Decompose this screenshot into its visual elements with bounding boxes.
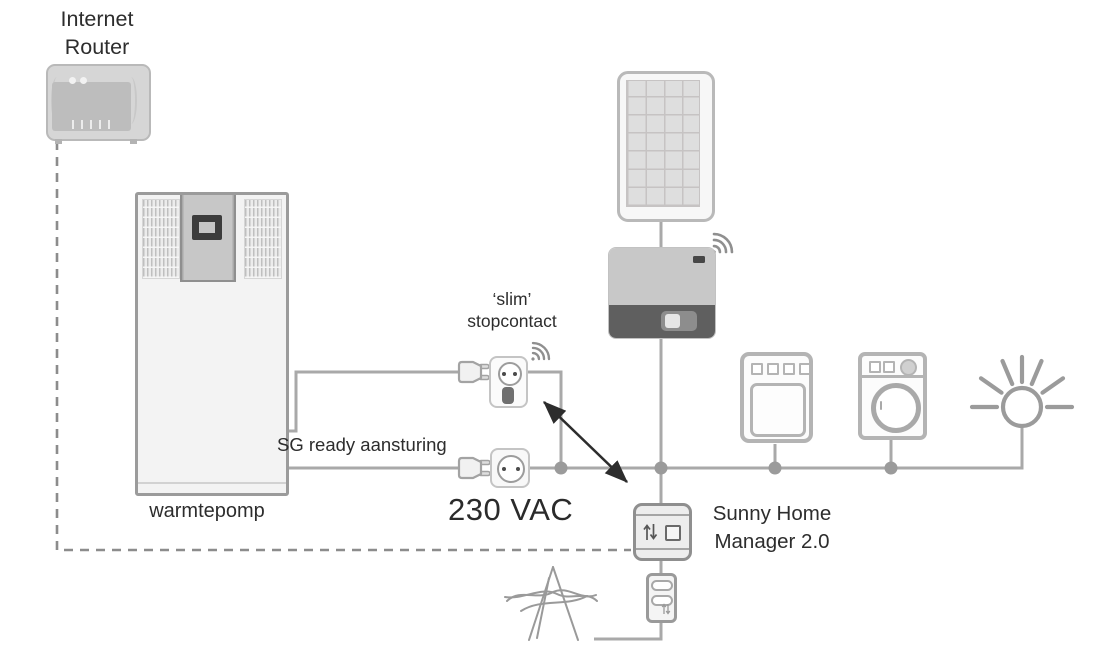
- home-manager-icon: [633, 503, 692, 561]
- router-foot: [55, 139, 62, 144]
- power-pylon-icon: [504, 566, 598, 641]
- socket-outlet: [497, 362, 522, 386]
- inverter-icon: [609, 248, 715, 338]
- meter-display-slot: [650, 580, 673, 591]
- home-manager-label-line1: Sunny Home: [712, 502, 832, 525]
- router-ports: [72, 120, 114, 129]
- inverter-body: [609, 248, 715, 305]
- socket-outlet: [496, 454, 525, 483]
- internet-router-icon: [46, 64, 151, 144]
- home-manager-display: [665, 525, 681, 541]
- wifi-icon: [531, 341, 551, 361]
- voltage-label: 230 VAC: [448, 492, 574, 527]
- oven-knob: [751, 363, 763, 375]
- oven-knob: [767, 363, 779, 375]
- meter-display-slot: [650, 595, 673, 606]
- up-down-arrows-icon: [661, 603, 671, 615]
- ethernet-dashed-line: [55, 141, 631, 552]
- solar-panel-icon: [617, 71, 715, 222]
- sg-ready-label: SG ready aansturing: [277, 434, 447, 455]
- oven-knob: [799, 363, 811, 375]
- smart-socket-label-line2: stopcontact: [467, 311, 557, 331]
- wall-socket-icon: [490, 448, 530, 488]
- heat-pump-screen: [199, 222, 215, 233]
- socket-pin-hole: [502, 372, 506, 376]
- inverter-base: [609, 305, 715, 338]
- plug-icon: [457, 456, 491, 480]
- heat-pump-vent-grille: [244, 199, 282, 279]
- solar-cells-grid: [626, 80, 700, 207]
- power-wires: [283, 216, 1024, 641]
- inverter-connector: [661, 311, 697, 331]
- home-manager-rail: [636, 548, 689, 550]
- oven-knob: [783, 363, 795, 375]
- inverter-connector-inner: [665, 314, 680, 328]
- router-label-line1: Internet: [60, 7, 134, 31]
- router-led: [80, 77, 87, 84]
- plug-icon: [457, 360, 490, 384]
- heat-pump-icon: [135, 192, 289, 496]
- router-foot: [130, 139, 137, 144]
- washer-button: [883, 361, 895, 373]
- smart-socket-icon: [489, 356, 528, 408]
- washer-control-strip: [862, 356, 923, 378]
- washer-door: [871, 383, 921, 433]
- oven-icon: [740, 352, 813, 443]
- up-down-arrows-icon: [643, 524, 658, 540]
- socket-pin-hole: [513, 372, 517, 376]
- home-manager-label-line2: Manager 2.0: [714, 530, 830, 553]
- inverter-vent: [693, 256, 705, 263]
- home-manager-label: Sunny Home Manager 2.0: [705, 500, 839, 556]
- router-label: Internet Router: [17, 6, 177, 61]
- washer-knob: [900, 359, 917, 376]
- heat-pump-vent-grille: [142, 199, 180, 279]
- heat-pump-control-panel: [180, 195, 236, 282]
- smart-socket-label: ‘slim’ stopcontact: [446, 288, 578, 332]
- router-led: [69, 77, 76, 84]
- washing-machine-icon: [858, 352, 927, 440]
- heat-pump-display: [192, 215, 222, 240]
- washer-button: [869, 361, 881, 373]
- heat-pump-seam: [138, 482, 286, 484]
- smart-socket-button: [501, 387, 514, 404]
- router-edge-curve: [125, 77, 137, 124]
- socket-pin-hole: [515, 466, 520, 471]
- home-manager-rail: [636, 514, 689, 516]
- heat-pump-label: warmtepomp: [149, 500, 265, 522]
- router-label-line2: Router: [64, 34, 130, 59]
- energy-meter-icon: [646, 573, 677, 623]
- smart-socket-label-line1: ‘slim’: [492, 289, 532, 309]
- socket-pin-hole: [501, 466, 506, 471]
- double-arrow-icon: [543, 401, 628, 483]
- light-icon: [969, 354, 1075, 429]
- oven-door: [750, 383, 806, 437]
- washer-door-handle: [880, 401, 882, 410]
